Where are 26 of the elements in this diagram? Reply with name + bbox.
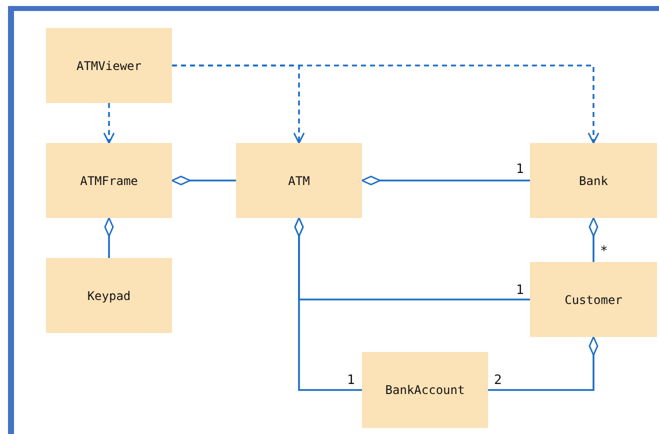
class-name: BankAccount: [385, 383, 465, 397]
dependency-arrow: [172, 64, 600, 144]
aggregation-line: [588, 217, 598, 262]
multiplicity-label: 1: [347, 374, 355, 387]
aggregation-line: [294, 217, 362, 391]
multiplicity-label: 1: [516, 284, 524, 297]
class-name: ATMFrame: [80, 174, 138, 188]
aggregation-line: [104, 217, 114, 258]
class-name: ATMViewer: [76, 58, 142, 72]
class-box: [46, 28, 172, 103]
class-name: Customer: [564, 292, 622, 306]
class-name: ATM: [288, 174, 310, 188]
aggregation-line: [361, 176, 530, 186]
aggregation-line: [488, 336, 598, 391]
class-box: [236, 143, 362, 218]
class-box: [530, 143, 657, 218]
class-box: [46, 258, 172, 333]
class-box: [530, 262, 657, 337]
dependency-arrow: [103, 103, 115, 144]
class-box: [362, 352, 488, 428]
class-box: [46, 143, 172, 218]
class-name: Keypad: [87, 288, 131, 302]
class-name: Bank: [579, 174, 608, 188]
multiplicity-label: 2: [494, 374, 502, 387]
multiplicity-label: 1: [516, 163, 524, 176]
aggregation-line: [171, 176, 236, 186]
